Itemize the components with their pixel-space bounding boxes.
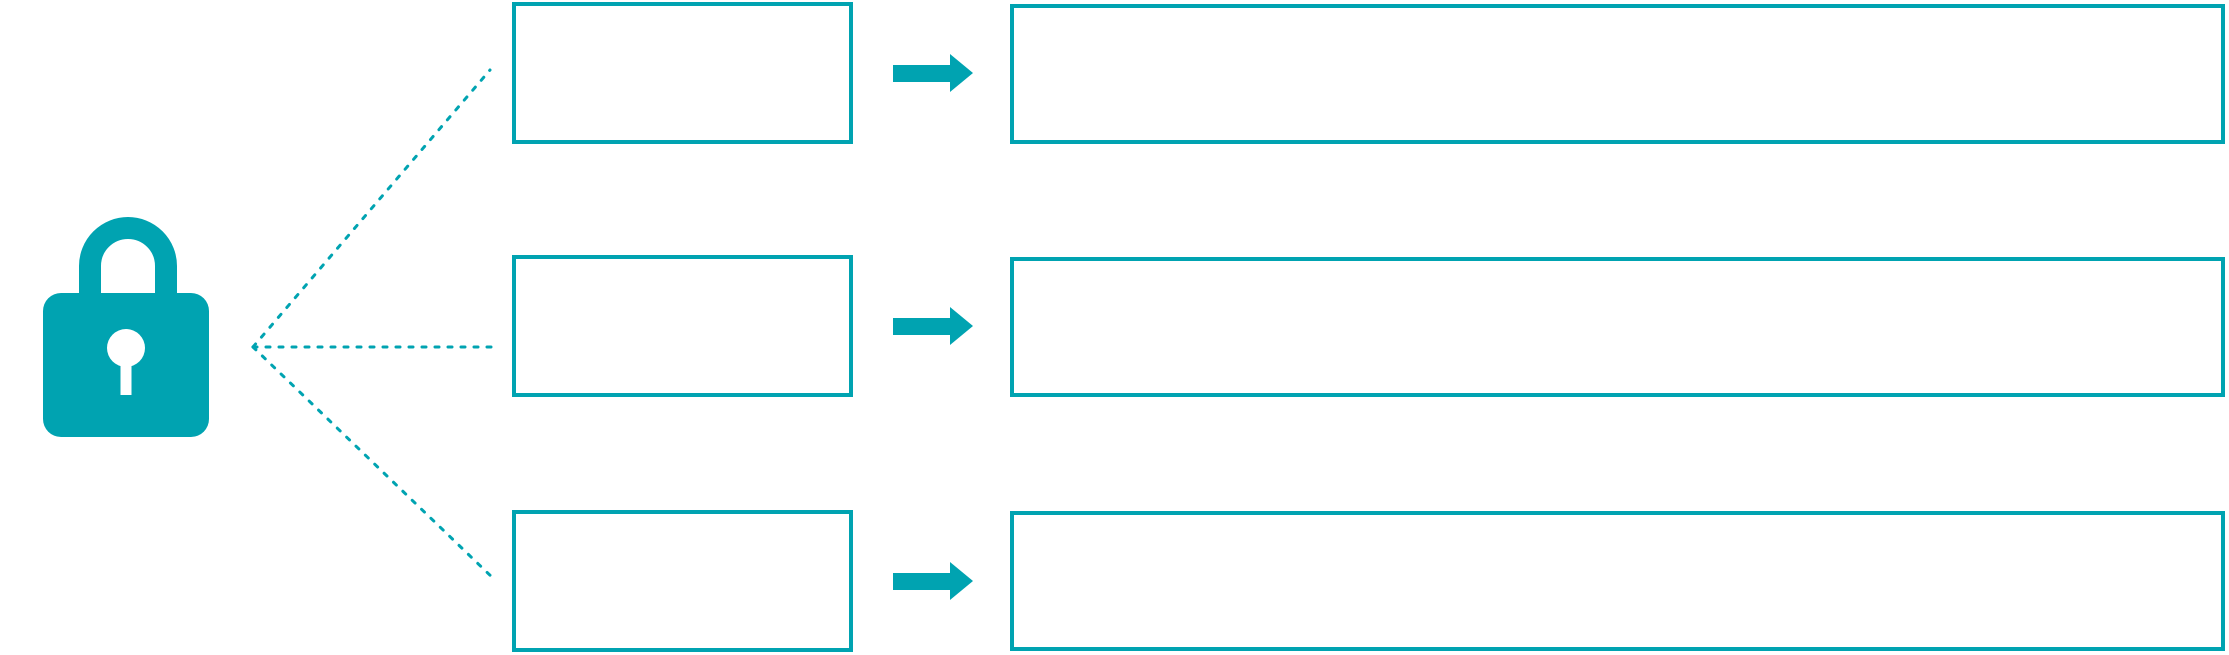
branch-box [512, 255, 853, 397]
arrow-right-icon [893, 307, 973, 345]
connector-line-top [251, 68, 492, 349]
result-box [1010, 511, 2225, 651]
connector-line-bottom [251, 345, 497, 582]
branch-box [512, 510, 853, 652]
result-box [1010, 4, 2225, 144]
result-box [1010, 257, 2225, 397]
arrow-right-icon [893, 562, 973, 600]
arrow-right-icon [893, 54, 973, 92]
lock-icon [43, 217, 209, 437]
branch-box [512, 2, 853, 144]
